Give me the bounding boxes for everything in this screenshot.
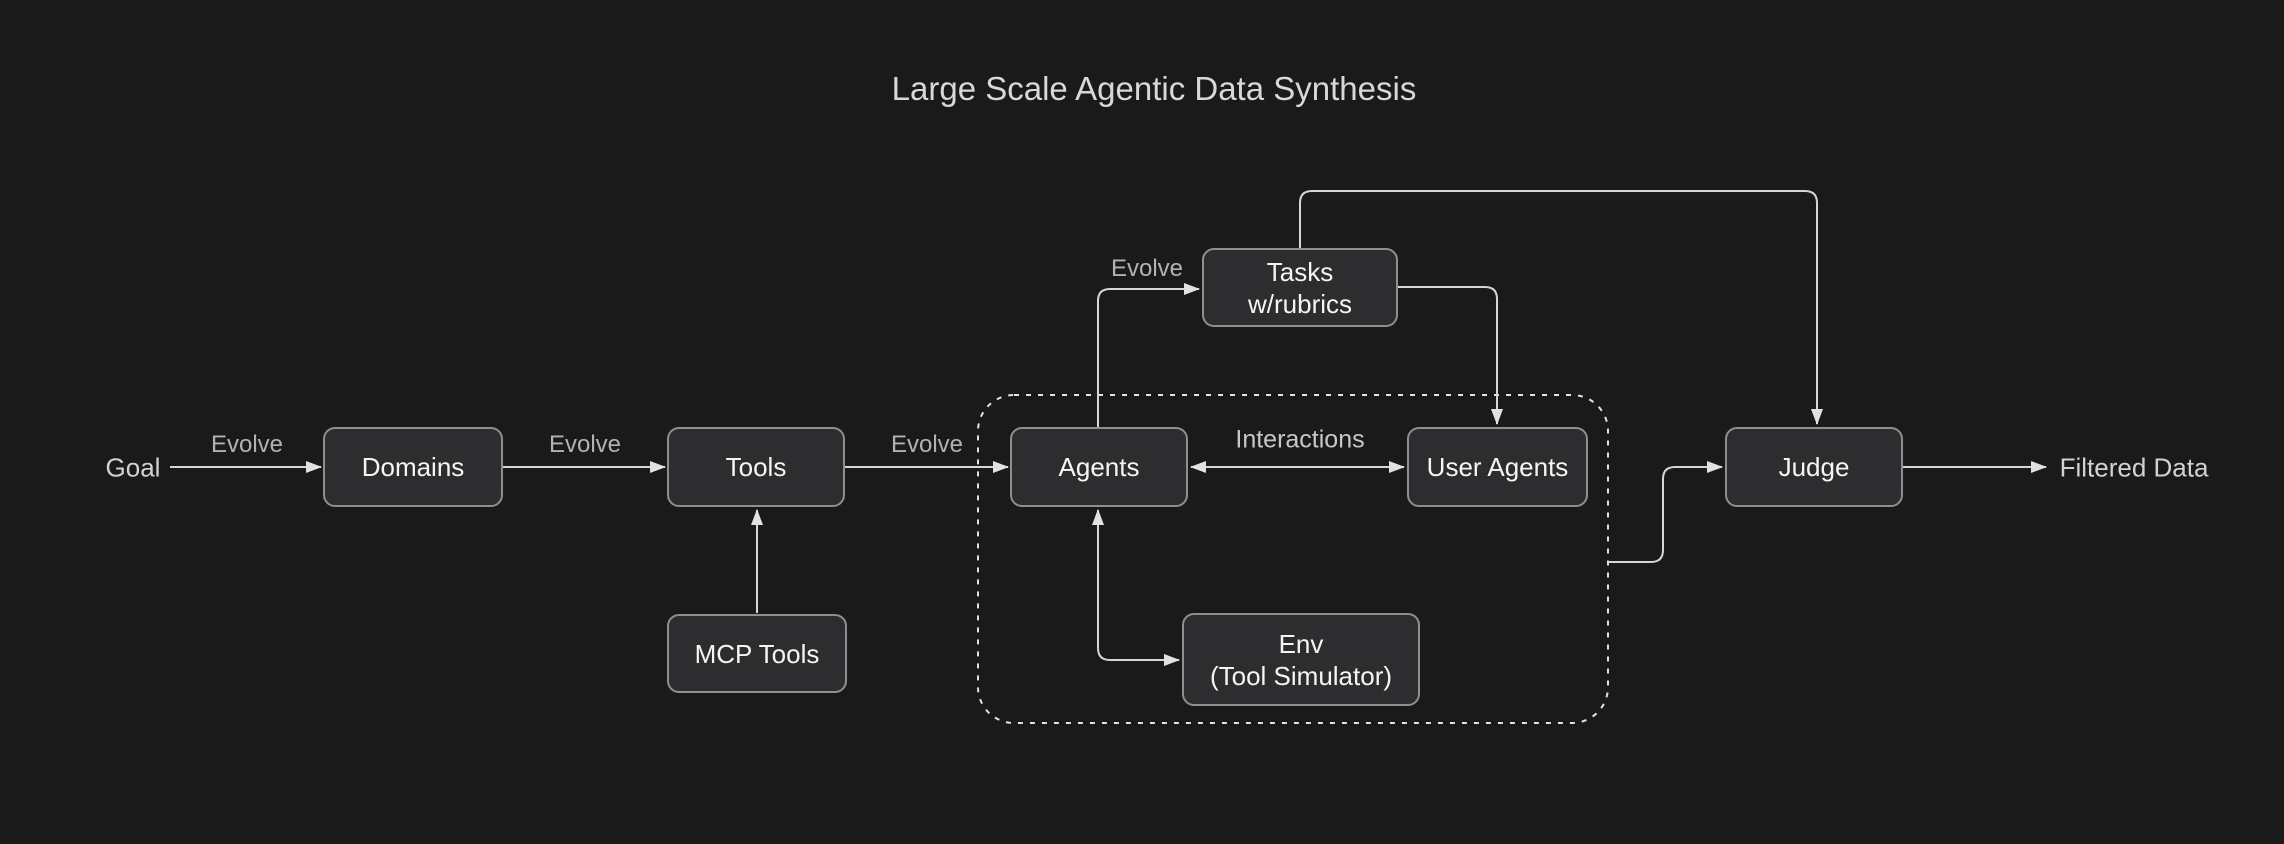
node-agents: Agents — [1010, 427, 1188, 507]
filtered-data-text: Filtered Data — [2059, 452, 2209, 483]
node-tasks-label-line1: Tasks — [1266, 256, 1334, 287]
sandbox-container-border — [977, 394, 1609, 724]
edge-tasks-user-agents — [1398, 286, 1503, 425]
node-tasks-label-line2: w/rubrics — [1247, 288, 1352, 319]
edge-label-evolve-goal-domains: Evolve — [210, 431, 284, 458]
node-mcp-tools-label: MCP Tools — [694, 638, 820, 669]
node-env-label-line2: (Tool Simulator) — [1209, 660, 1393, 691]
node-domains: Domains — [323, 427, 503, 507]
node-agents-label: Agents — [1058, 452, 1140, 482]
edge-label-evolve-agents-tasks: Evolve — [1110, 255, 1184, 282]
node-env-tool-simulator: Env (Tool Simulator) — [1182, 613, 1420, 706]
node-judge-label: Judge — [1778, 452, 1850, 482]
node-domains-label: Domains — [361, 452, 465, 482]
edge-tasks-judge — [1299, 190, 1823, 425]
node-user-agents-label: User Agents — [1426, 452, 1569, 482]
node-tools-label: Tools — [725, 452, 787, 482]
edge-label-interactions: Interactions — [1235, 425, 1365, 454]
node-tools: Tools — [667, 427, 845, 507]
edge-agents-tasks — [1097, 283, 1200, 427]
edge-agents-env — [1092, 509, 1180, 666]
goal-text: Goal — [105, 452, 161, 483]
edge-label-evolve-domains-tools: Evolve — [548, 431, 622, 458]
edge-label-evolve-tools-agents: Evolve — [890, 431, 964, 458]
node-judge: Judge — [1725, 427, 1903, 507]
node-tasks-w-rubrics: Tasks w/rubrics — [1202, 248, 1398, 327]
node-env-label-line1: Env — [1278, 628, 1324, 659]
node-mcp-tools: MCP Tools — [667, 614, 847, 693]
node-user-agents: User Agents — [1407, 427, 1588, 507]
diagram-title: Large Scale Agentic Data Synthesis — [891, 70, 1417, 107]
edge-container-judge — [1608, 461, 1723, 563]
